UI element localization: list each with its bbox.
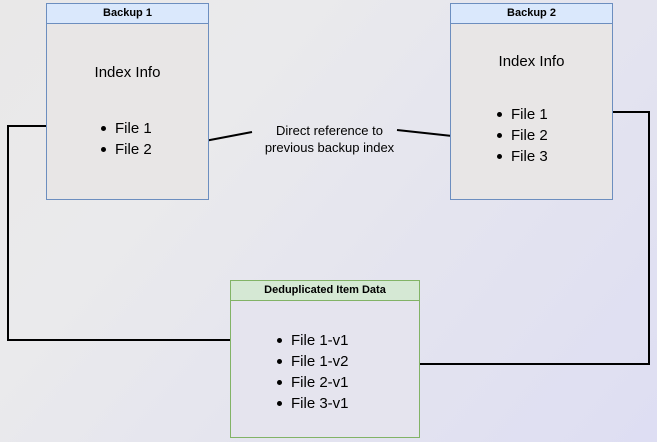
bullet-icon <box>277 380 282 385</box>
bullet-icon <box>277 359 282 364</box>
list-item[interactable]: File 1-v1 <box>275 330 349 351</box>
node-backup-2[interactable]: Backup 2 Index Info File 1 File 2 File 3 <box>450 3 613 200</box>
list-item-label: File 3-v1 <box>291 395 349 412</box>
node-backup-1-subtitle: Index Info <box>94 64 161 81</box>
list-item[interactable]: File 2 <box>99 139 152 160</box>
list-item[interactable]: File 3 <box>495 146 548 167</box>
bullet-icon <box>277 401 282 406</box>
list-item-label: File 1-v2 <box>291 353 349 370</box>
list-item[interactable]: File 1 <box>99 118 152 139</box>
list-item-label: File 1-v1 <box>291 332 349 349</box>
list-item[interactable]: File 1-v2 <box>275 351 349 372</box>
bullet-icon <box>277 338 282 343</box>
node-backup-2-file-list: File 1 File 2 File 3 <box>495 104 548 167</box>
bullet-icon <box>101 126 106 131</box>
list-item-label: File 3 <box>511 148 548 165</box>
node-backup-2-header: Backup 2 <box>451 4 612 24</box>
list-item[interactable]: File 3-v1 <box>275 393 349 414</box>
bullet-icon <box>497 133 502 138</box>
bullet-icon <box>497 154 502 159</box>
node-dedup-header: Deduplicated Item Data <box>231 281 419 301</box>
list-item[interactable]: File 1 <box>495 104 548 125</box>
node-backup-1-file-list: File 1 File 2 <box>99 118 152 160</box>
list-item[interactable]: File 2-v1 <box>275 372 349 393</box>
bullet-icon <box>497 112 502 117</box>
list-item-label: File 2 <box>115 141 152 158</box>
edge-label-direct-reference: Direct reference to previous backup inde… <box>264 123 395 155</box>
node-dedup-file-list: File 1-v1 File 1-v2 File 2-v1 File 3-v1 <box>275 330 349 414</box>
node-backup-1[interactable]: Backup 1 Index Info File 1 File 2 <box>46 3 209 200</box>
list-item-label: File 2-v1 <box>291 374 349 391</box>
list-item-label: File 1 <box>115 120 152 137</box>
node-backup-1-header: Backup 1 <box>47 4 208 24</box>
list-item[interactable]: File 2 <box>495 125 548 146</box>
bullet-icon <box>101 147 106 152</box>
node-deduplicated-item-data[interactable]: Deduplicated Item Data File 1-v1 File 1-… <box>230 280 420 438</box>
node-backup-2-subtitle: Index Info <box>498 53 565 70</box>
list-item-label: File 2 <box>511 127 548 144</box>
list-item-label: File 1 <box>511 106 548 123</box>
